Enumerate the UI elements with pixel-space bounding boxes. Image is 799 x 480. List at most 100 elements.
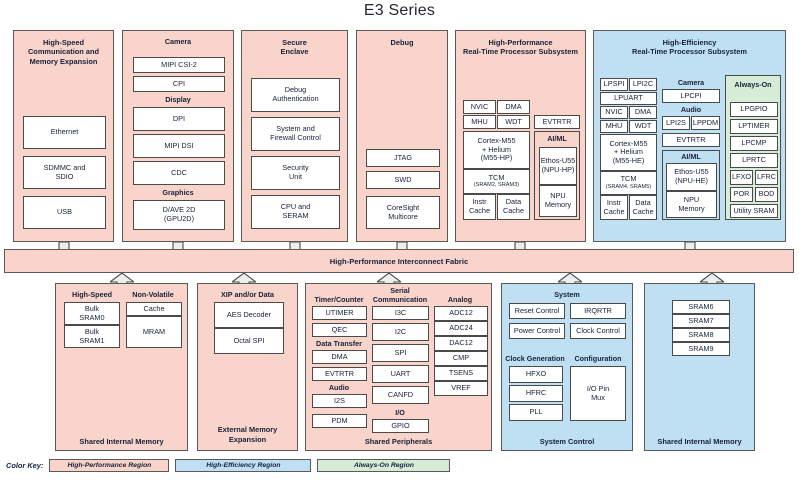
block-npu-memory-he[interactable]: NPU Memory [666, 191, 717, 218]
block-jtag[interactable]: JTAG [366, 149, 440, 167]
block-aes-decoder[interactable]: AES Decoder [214, 302, 284, 328]
block-debug-authentication[interactable]: Debug Authentication [251, 78, 340, 112]
panel-debug[interactable]: Debug JTAG SWD CoreSight Multicore [356, 30, 448, 242]
block-security-unit[interactable]: Security Unit [251, 156, 340, 190]
block-system-firewall-control[interactable]: System and Firewall Control [251, 117, 340, 151]
block-cache-nv[interactable]: Cache [126, 302, 182, 316]
block-lpi2s[interactable]: LPI2S [662, 116, 690, 130]
block-mhu-he[interactable]: MHU [600, 120, 628, 133]
block-reset-control[interactable]: Reset Control [509, 303, 565, 319]
block-tcm-hp[interactable]: TCM (SRAM2, SRAM3) [463, 169, 530, 194]
block-cdc[interactable]: CDC [133, 161, 225, 185]
block-tcm-he[interactable]: TCM (SRAM4, SRAM5) [600, 171, 657, 195]
block-data-cache-hp[interactable]: Data Cache [497, 194, 530, 220]
block-cpi[interactable]: CPI [133, 76, 225, 92]
block-cortex-m55-he[interactable]: Cortex-M55 + Helium (M55-HE) [600, 134, 657, 171]
block-clock-control[interactable]: Clock Control [570, 323, 626, 339]
block-lfrc[interactable]: LFRC [755, 170, 778, 185]
block-adc12[interactable]: ADC12 [434, 306, 488, 321]
block-lpspi[interactable]: LPSPI [600, 78, 628, 91]
block-pll[interactable]: PLL [509, 404, 563, 421]
block-dpi[interactable]: DPI [133, 107, 225, 131]
block-evtrtr-periph[interactable]: EVTRTR [312, 367, 367, 381]
block-lptimer[interactable]: LPTIMER [730, 119, 778, 134]
block-sram8[interactable]: SRAM8 [672, 328, 730, 342]
block-vref[interactable]: VREF [434, 381, 488, 396]
block-cmp[interactable]: CMP [434, 351, 488, 366]
block-io-pin-mux[interactable]: I/O Pin Mux [570, 366, 626, 421]
block-octal-spi[interactable]: Octal SPI [214, 328, 284, 354]
block-ethernet[interactable]: Ethernet [23, 116, 106, 149]
block-cortex-m55-hp[interactable]: Cortex-M55 + Helium (M55-HP) [463, 131, 530, 169]
block-wdt-he[interactable]: WDT [629, 120, 657, 133]
block-bod[interactable]: BOD [755, 187, 778, 202]
block-instr-cache-hp[interactable]: Instr Cache [463, 194, 496, 220]
interconnect-fabric[interactable]: High-Performance Interconnect Fabric [4, 249, 794, 273]
block-lpcpi[interactable]: LPCPI [662, 89, 720, 103]
block-uart[interactable]: UART [372, 365, 429, 383]
panel-high-efficiency-rt-subsystem[interactable]: High-Efficiency Real-Time Processor Subs… [593, 30, 786, 242]
block-coresight-multicore[interactable]: CoreSight Multicore [366, 196, 440, 229]
block-tsens[interactable]: TSENS [434, 366, 488, 381]
block-mram[interactable]: MRAM [126, 316, 182, 348]
block-lprtc[interactable]: LPRTC [730, 153, 778, 168]
block-lpuart[interactable]: LPUART [600, 92, 657, 105]
block-ethos-u55-npu-hp[interactable]: Ethos-U55 (NPU-HP) [539, 147, 577, 185]
block-usb[interactable]: USB [23, 196, 106, 229]
panel-secure-enclave[interactable]: Secure Enclave Debug Authentication Syst… [241, 30, 348, 242]
block-bulk-sram0[interactable]: Bulk SRAM0 [64, 302, 120, 325]
block-spi[interactable]: SPI [372, 344, 429, 362]
block-hfrc[interactable]: HFRC [509, 385, 563, 402]
block-irqrtr[interactable]: IRQRTR [570, 303, 626, 319]
panel-camera-display-graphics[interactable]: Camera MIPI CSI-2 CPI Display DPI MIPI D… [122, 30, 234, 242]
panel-high-speed-communication[interactable]: High-Speed Communication and Memory Expa… [13, 30, 114, 242]
block-evtrtr-he[interactable]: EVTRTR [662, 133, 720, 147]
block-hfxo[interactable]: HFXO [509, 366, 563, 383]
block-bulk-sram1[interactable]: Bulk SRAM1 [64, 325, 120, 348]
block-wdt[interactable]: WDT [497, 115, 530, 129]
panel-high-performance-rt-subsystem[interactable]: High-Performance Real-Time Processor Sub… [455, 30, 586, 242]
block-evtrtr-hp[interactable]: EVTRTR [534, 115, 580, 129]
block-nvic-he[interactable]: NVIC [600, 106, 628, 119]
block-ethos-u55-npu-he[interactable]: Ethos-U55 (NPU-HE) [666, 163, 717, 191]
block-npu-memory-hp[interactable]: NPU Memory [539, 185, 577, 217]
block-lfxo[interactable]: LFXO [730, 170, 753, 185]
block-sram7[interactable]: SRAM7 [672, 314, 730, 328]
block-power-control[interactable]: Power Control [509, 323, 565, 339]
block-sram6[interactable]: SRAM6 [672, 300, 730, 314]
block-canfd[interactable]: CANFD [372, 386, 429, 404]
block-mipi-csi-2[interactable]: MIPI CSI-2 [133, 57, 225, 73]
block-adc24[interactable]: ADC24 [434, 321, 488, 336]
block-qec[interactable]: QEC [312, 323, 367, 337]
block-dave-2d-gpu2d[interactable]: D/AVE 2D (GPU2D) [133, 200, 225, 230]
panel-external-memory-expansion[interactable]: XIP and/or Data AES Decoder Octal SPI Ex… [197, 283, 298, 451]
block-mhu[interactable]: MHU [463, 115, 496, 129]
block-sdmmc-sdio[interactable]: SDMMC and SDIO [23, 156, 106, 189]
block-utility-sram[interactable]: Utility SRAM [730, 204, 778, 218]
panel-shared-peripherals[interactable]: Timer/Counter UTIMER QEC Data Transfer D… [305, 283, 492, 451]
block-i2s[interactable]: I2S [312, 394, 367, 408]
block-i3c[interactable]: I3C [372, 306, 429, 320]
block-data-cache-he[interactable]: Data Cache [629, 195, 657, 220]
block-swd[interactable]: SWD [366, 171, 440, 189]
block-nvic[interactable]: NVIC [463, 100, 496, 114]
block-lppdm[interactable]: LPPDM [691, 116, 720, 130]
block-dma[interactable]: DMA [497, 100, 530, 114]
block-dma-periph[interactable]: DMA [312, 350, 367, 364]
panel-system-control[interactable]: System Reset Control IRQRTR Power Contro… [501, 283, 633, 451]
block-dma-he[interactable]: DMA [629, 106, 657, 119]
block-utimer[interactable]: UTIMER [312, 306, 367, 320]
block-dac12[interactable]: DAC12 [434, 336, 488, 351]
block-mipi-dsi[interactable]: MIPI DSI [133, 134, 225, 158]
block-sram9[interactable]: SRAM9 [672, 342, 730, 356]
block-pdm[interactable]: PDM [312, 414, 367, 428]
subregion-always-on[interactable]: Always-On LPGPIO LPTIMER LPCMP LPRTC LFX… [725, 75, 781, 220]
block-por[interactable]: POR [730, 187, 753, 202]
block-gpio[interactable]: GPIO [372, 419, 429, 433]
block-cpu-and-seram[interactable]: CPU and SERAM [251, 195, 340, 229]
panel-shared-internal-memory-left[interactable]: High-Speed Bulk SRAM0 Bulk SRAM1 Non-Vol… [55, 283, 188, 451]
block-lpcmp[interactable]: LPCMP [730, 136, 778, 151]
block-instr-cache-he[interactable]: Instr Cache [600, 195, 628, 220]
block-lpi2c[interactable]: LPI2C [629, 78, 657, 91]
block-i2c[interactable]: I2C [372, 323, 429, 341]
